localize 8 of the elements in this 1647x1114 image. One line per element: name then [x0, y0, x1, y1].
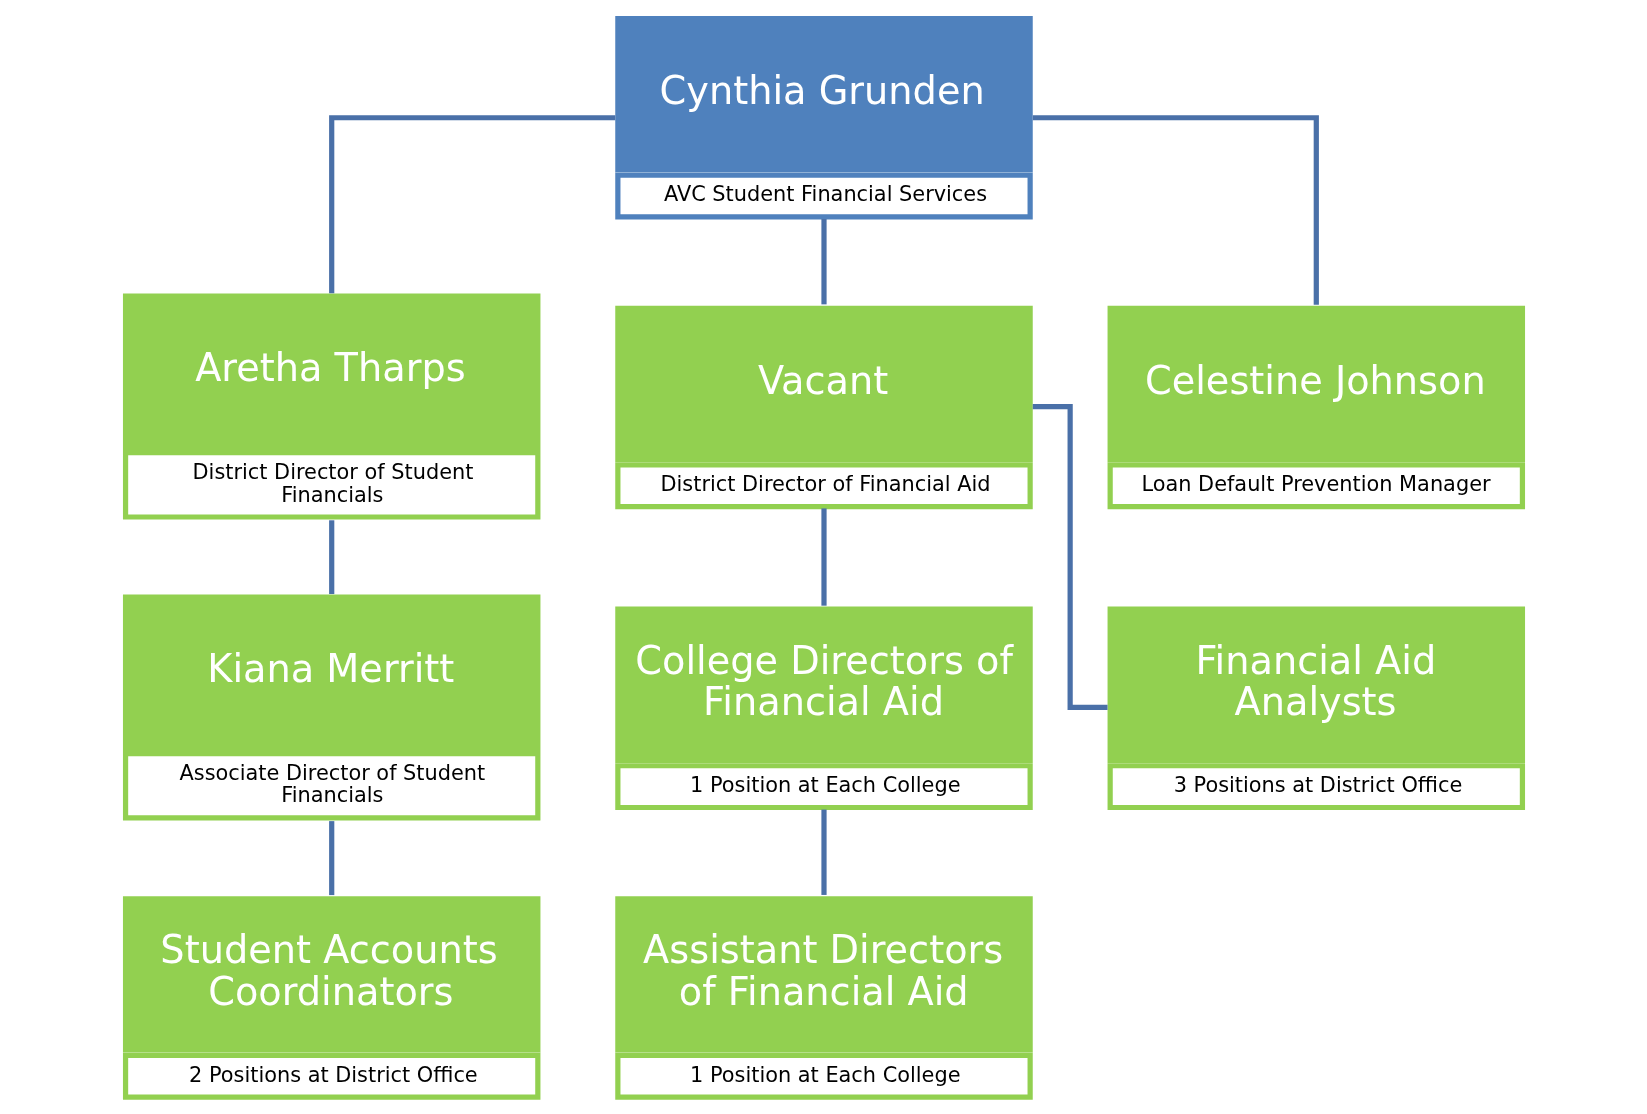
connector: [820, 809, 827, 895]
connector: [820, 508, 827, 606]
connector: [328, 821, 334, 896]
connector: [328, 520, 334, 595]
connector: [1032, 403, 1108, 711]
connector: [328, 115, 615, 294]
connector: [820, 219, 827, 305]
connector: [1032, 115, 1319, 305]
